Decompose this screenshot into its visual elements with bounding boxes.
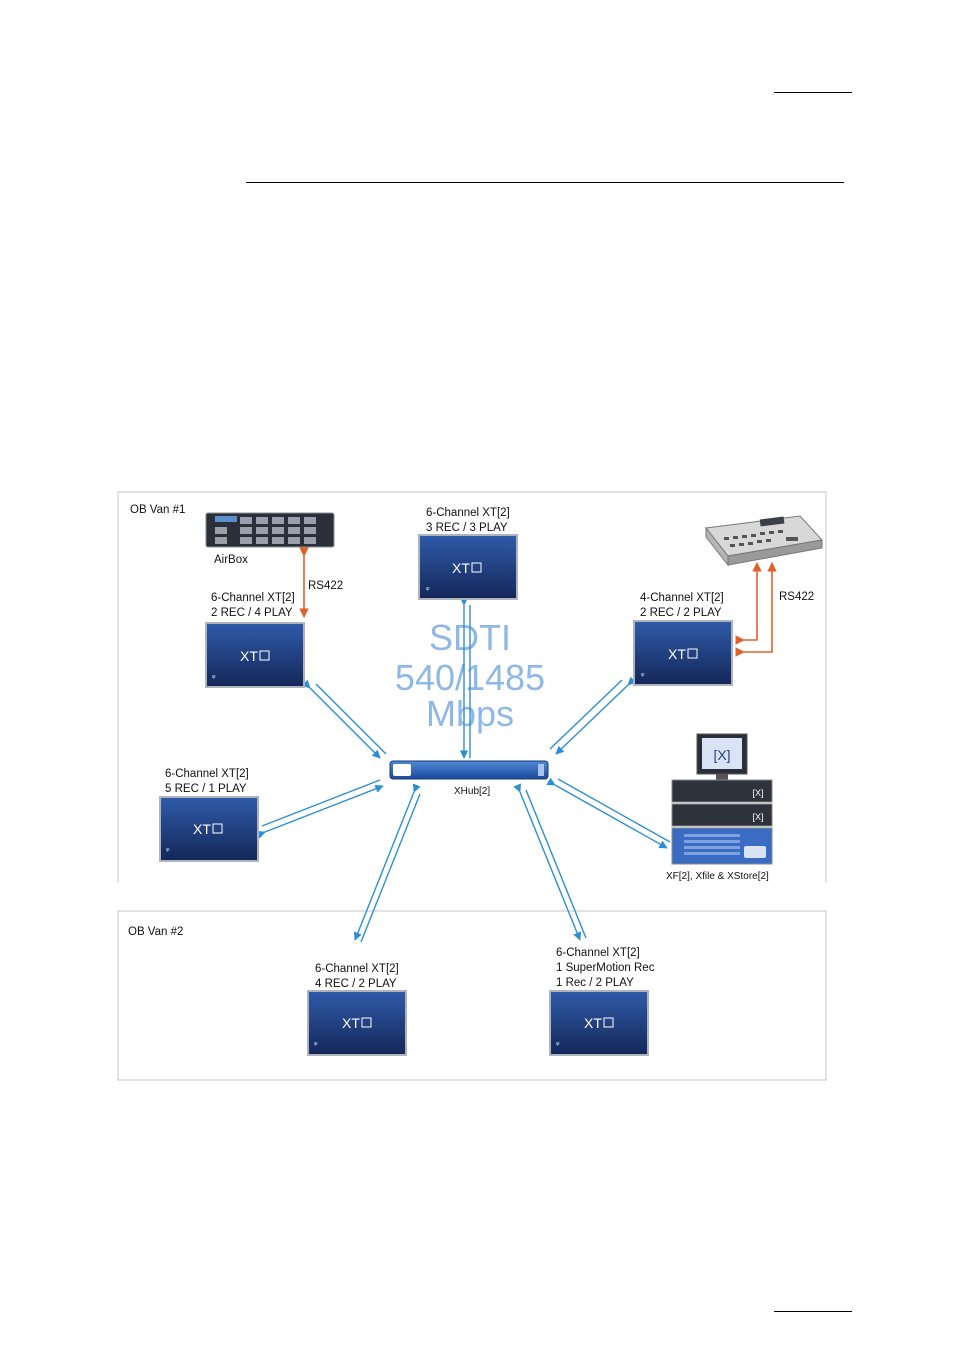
rs422-links: [299, 547, 777, 657]
airbox-label: AirBox: [214, 554, 248, 566]
svg-text:[X]: [X]: [752, 788, 763, 798]
xt-unit-van2-right-config-2: 1 Rec / 2 PLAY: [556, 977, 634, 989]
svg-text:XT: XT: [452, 560, 470, 576]
svg-text:XT: XT: [342, 1015, 360, 1031]
xt-unit-van2-left-config: 4 REC / 2 PLAY: [315, 978, 397, 990]
ob-van-1-label: OB Van #1: [130, 504, 185, 516]
svg-text:XT: XT: [193, 821, 211, 837]
xt-unit-top: XT ᵠ: [418, 534, 518, 600]
xt-unit-left-config: 2 REC / 4 PLAY: [211, 607, 293, 619]
remote-controller-device: [705, 515, 823, 567]
xhub-label: XHub[2]: [454, 786, 490, 797]
ob-van-2-label: OB Van #2: [128, 926, 183, 938]
server-stack-label: XF[2], Xfile & XStore[2]: [666, 871, 769, 882]
svg-text:XT: XT: [668, 646, 686, 662]
xt-unit-right-name: 4-Channel XT[2]: [640, 592, 724, 604]
svg-text:ᵠ: ᵠ: [212, 673, 216, 682]
xt-unit-right-config: 2 REC / 2 PLAY: [640, 607, 722, 619]
xt-unit-van2-left-name: 6-Channel XT[2]: [315, 963, 399, 975]
xt-unit-van2-right: XT ᵠ: [549, 990, 649, 1056]
svg-text:XT: XT: [240, 648, 258, 664]
xt-unit-van2-right-config-1: 1 SuperMotion Rec: [556, 962, 655, 974]
xt-unit-lower-left-name: 6-Channel XT[2]: [165, 768, 249, 780]
header-rule-long: [246, 182, 844, 183]
xt-unit-lower-left: XT ᵠ: [159, 796, 259, 862]
svg-text:ᵠ: ᵠ: [426, 585, 430, 594]
rs422-label-right: RS422: [779, 591, 814, 603]
xt-unit-top-config: 3 REC / 3 PLAY: [426, 522, 508, 534]
xt-unit-lower-left-config: 5 REC / 1 PLAY: [165, 783, 247, 795]
xt-unit-top-name: 6-Channel XT[2]: [426, 507, 510, 519]
header-rule-short: [774, 92, 852, 93]
svg-text:ᵠ: ᵠ: [314, 1040, 318, 1049]
ob-van-1-frame: [117, 491, 827, 883]
svg-text:XT: XT: [584, 1015, 602, 1031]
xt-unit-left-name: 6-Channel XT[2]: [211, 592, 295, 604]
sdti-links: [256, 597, 671, 943]
xt-unit-left: XT ᵠ: [205, 622, 305, 688]
xt-unit-right: XT ᵠ: [633, 620, 733, 686]
svg-text:[X]: [X]: [713, 747, 730, 763]
ob-van-2-frame: [117, 910, 827, 1081]
svg-text:[X]: [X]: [752, 812, 763, 822]
airbox-device: [205, 512, 335, 548]
svg-text:ᵠ: ᵠ: [641, 671, 645, 680]
xhub-device: [389, 760, 549, 780]
xt-unit-van2-left: XT ᵠ: [307, 990, 407, 1056]
server-stack-device: [X] [X] [X]: [671, 733, 773, 865]
rs422-label-left: RS422: [308, 580, 343, 592]
svg-text:ᵠ: ᵠ: [166, 846, 170, 855]
svg-text:ᵠ: ᵠ: [556, 1040, 560, 1049]
xt-unit-van2-right-name: 6-Channel XT[2]: [556, 947, 640, 959]
footer-rule: [774, 1311, 852, 1312]
